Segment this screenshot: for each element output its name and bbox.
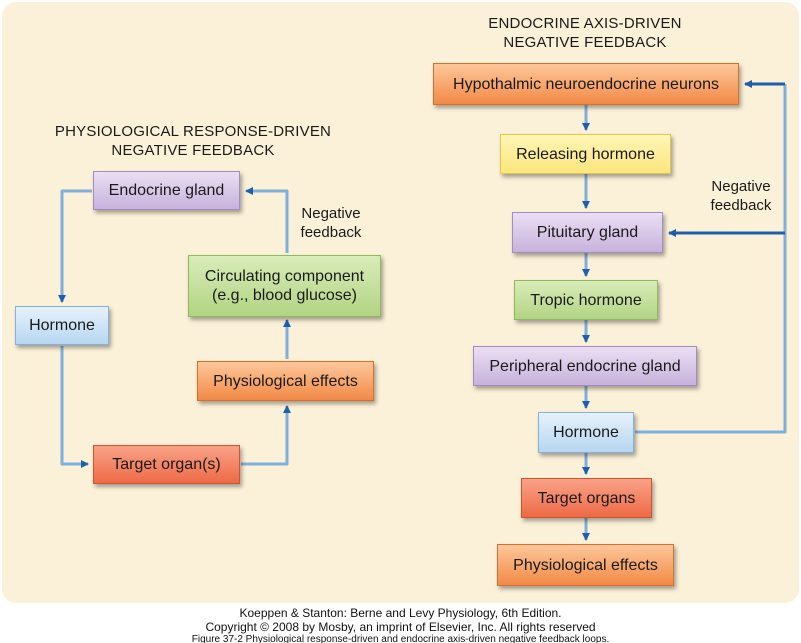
arrow-hormone-to-target — [60, 346, 89, 468]
arrow-target-to-effects — [241, 405, 291, 466]
node-releasing-hormone: Releasing hormone — [500, 134, 671, 174]
node-endocrine-gland: Endocrine gland — [93, 171, 240, 210]
right-negative-feedback-label: Negative feedback — [710, 178, 772, 214]
node-circulating-component: Circulating component (e.g., blood gluco… — [188, 255, 381, 317]
node-pituitary-gland: Pituitary gland — [512, 212, 663, 253]
left-negative-feedback-label: Negative feedback — [300, 205, 362, 241]
caption-copyright: Copyright © 2008 by Mosby, an imprint of… — [205, 620, 596, 634]
node-physiological-effects-right: Physiological effects — [497, 544, 674, 586]
node-tropic-hormone: Tropic hormone — [514, 280, 658, 320]
left-diagram-title: PHYSIOLOGICAL RESPONSE-DRIVEN NEGATIVE F… — [54, 123, 332, 159]
right-diagram-title: ENDOCRINE AXIS-DRIVEN NEGATIVE FEEDBACK — [488, 15, 682, 51]
arrow-gland-to-hormone — [58, 189, 92, 303]
node-hypothalmic-neurons: Hypothalmic neuroendocrine neurons — [433, 63, 739, 105]
caption-source: Koeppen & Stanton: Berne and Levy Physio… — [239, 606, 562, 620]
caption-figure: Figure 37-2 Physiological response-drive… — [191, 634, 610, 643]
node-physiological-effects-left: Physiological effects — [197, 361, 374, 401]
node-target-organs-right: Target organs — [521, 478, 652, 518]
arrow-feedback-to-gland — [245, 187, 289, 253]
node-hormone-left: Hormone — [15, 306, 109, 345]
node-hormone-right: Hormone — [538, 412, 634, 453]
node-peripheral-endocrine-gland: Peripheral endocrine gland — [473, 346, 697, 386]
node-target-organs-left: Target organ(s) — [93, 445, 240, 484]
feedback-loop-line — [635, 84, 787, 434]
